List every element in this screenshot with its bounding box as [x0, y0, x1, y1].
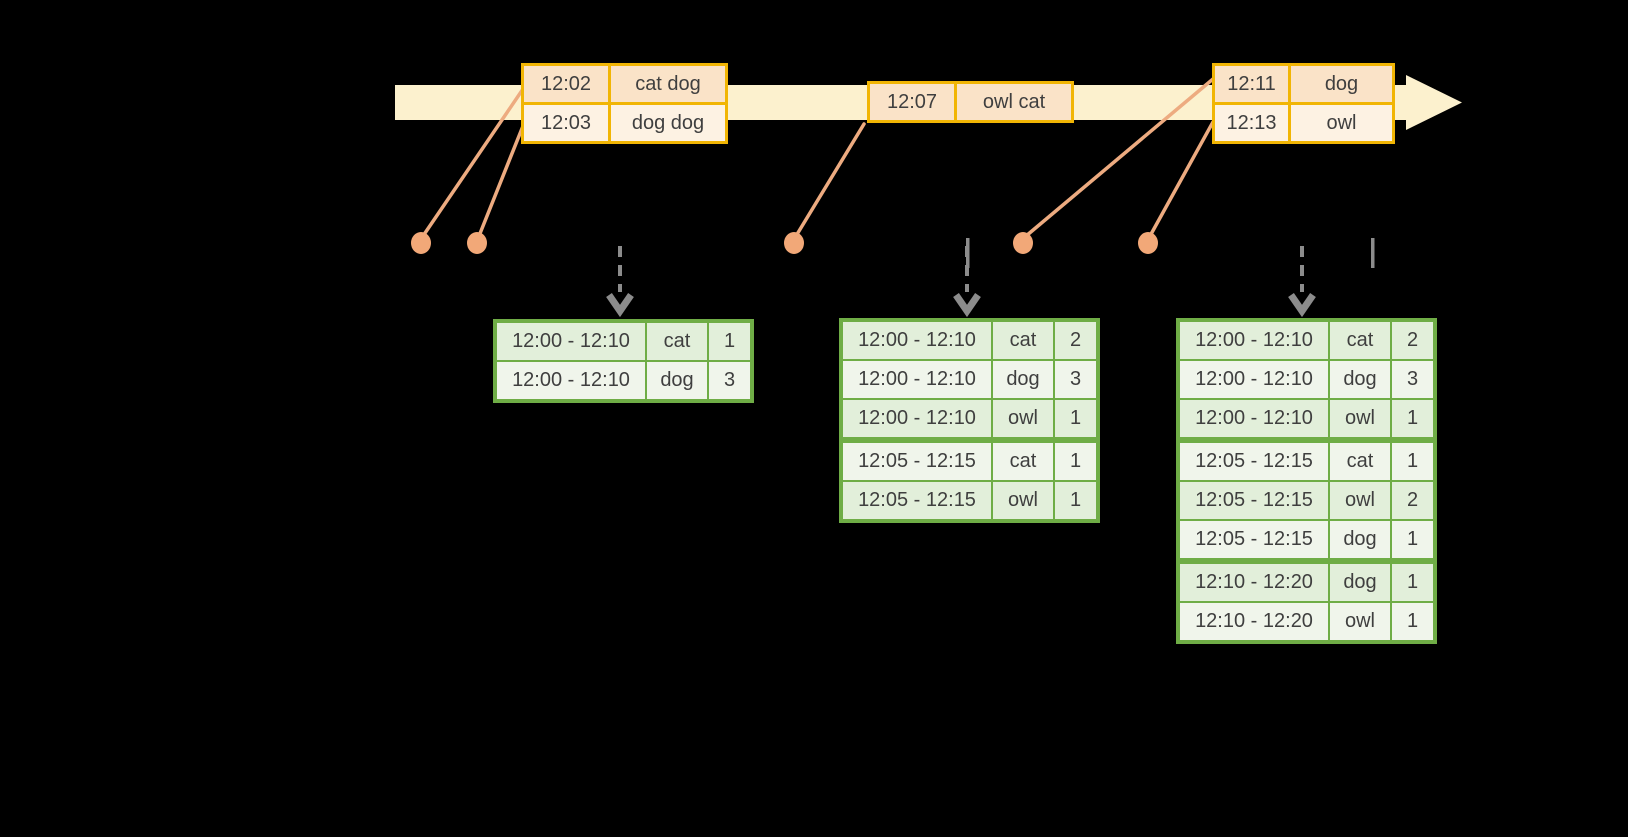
result-count: 1 [1392, 564, 1433, 601]
result-window: 12:00 - 12:10 [1180, 361, 1328, 398]
result-window: 12:10 - 12:20 [1180, 603, 1328, 640]
event-time: 12:11 [1215, 66, 1288, 102]
result-row: 12:00 - 12:10 owl 1 [843, 400, 1096, 437]
result-count: 1 [1392, 443, 1433, 480]
result-word: cat [647, 323, 707, 360]
result-row: 12:00 - 12:10 dog 3 [843, 361, 1096, 398]
event-row: 12:11 dog [1215, 66, 1392, 102]
result-window: 12:05 - 12:15 [1180, 482, 1328, 519]
result-count: 1 [1055, 443, 1096, 480]
event-words: dog dog [611, 105, 725, 141]
event-words: owl cat [957, 84, 1071, 120]
axis-tick-icon [1371, 238, 1375, 268]
event-row: 12:13 owl [1215, 105, 1392, 141]
result-window: 12:00 - 12:10 [497, 362, 645, 399]
result-window: 12:05 - 12:15 [843, 443, 991, 480]
event-dot-1211 [1013, 232, 1033, 254]
event-words: cat dog [611, 66, 725, 102]
event-table-1207: 12:07 owl cat [867, 81, 1074, 123]
connector-line-1207 [794, 122, 866, 238]
result-row: 12:00 - 12:10 dog 3 [497, 362, 750, 399]
event-row: 12:07 owl cat [870, 84, 1071, 120]
trigger-arrow-icon-2 [953, 246, 981, 318]
connector-line-1213 [1148, 120, 1215, 238]
result-count: 3 [709, 362, 750, 399]
result-count: 1 [1055, 482, 1096, 519]
event-dots [411, 232, 1158, 254]
result-count: 1 [1392, 400, 1433, 437]
result-row: 12:10 - 12:20 owl 1 [1180, 603, 1433, 640]
result-window: 12:00 - 12:10 [843, 400, 991, 437]
result-count: 1 [709, 323, 750, 360]
event-connector-lines [421, 77, 1215, 238]
result-word: cat [1330, 443, 1390, 480]
connector-line-1211 [1024, 77, 1215, 238]
result-count: 3 [1392, 361, 1433, 398]
result-word: owl [1330, 400, 1390, 437]
result-count: 2 [1055, 322, 1096, 359]
result-table-3: 12:00 - 12:10 cat 2 12:00 - 12:10 dog 3 … [1176, 318, 1437, 644]
result-count: 1 [1055, 400, 1096, 437]
result-count: 3 [1055, 361, 1096, 398]
result-row: 12:05 - 12:15 cat 1 [1180, 443, 1433, 480]
event-table-1202: 12:02 cat dog 12:03 dog dog [521, 63, 728, 144]
result-word: owl [993, 482, 1053, 519]
trigger-arrow-icon-3 [1288, 246, 1316, 318]
trigger-arrow-icon-1 [606, 246, 634, 318]
result-row: 12:05 - 12:15 dog 1 [1180, 521, 1433, 558]
result-window: 12:00 - 12:10 [843, 322, 991, 359]
result-row: 12:00 - 12:10 owl 1 [1180, 400, 1433, 437]
event-dot-1207 [784, 232, 804, 254]
event-row: 12:02 cat dog [524, 66, 725, 102]
result-window: 12:00 - 12:10 [843, 361, 991, 398]
result-word: dog [1330, 361, 1390, 398]
result-window: 12:00 - 12:10 [1180, 400, 1328, 437]
connector-line-1203 [477, 124, 525, 238]
result-row: 12:00 - 12:10 dog 3 [1180, 361, 1433, 398]
result-window: 12:05 - 12:15 [1180, 521, 1328, 558]
result-row: 12:00 - 12:10 cat 2 [843, 322, 1096, 359]
result-window: 12:00 - 12:10 [497, 323, 645, 360]
result-row: 12:05 - 12:15 owl 1 [843, 482, 1096, 519]
result-row: 12:05 - 12:15 cat 1 [843, 443, 1096, 480]
result-row: 12:00 - 12:10 cat 1 [497, 323, 750, 360]
result-word: cat [1330, 322, 1390, 359]
result-count: 2 [1392, 482, 1433, 519]
timeline-arrowhead-icon [1406, 75, 1462, 130]
event-words: dog [1291, 66, 1392, 102]
result-row: 12:10 - 12:20 dog 1 [1180, 564, 1433, 601]
result-word: cat [993, 443, 1053, 480]
result-word: dog [1330, 564, 1390, 601]
result-word: dog [647, 362, 707, 399]
result-window: 12:10 - 12:20 [1180, 564, 1328, 601]
result-count: 1 [1392, 603, 1433, 640]
result-count: 2 [1392, 322, 1433, 359]
result-word: owl [1330, 482, 1390, 519]
result-word: cat [993, 322, 1053, 359]
event-row: 12:03 dog dog [524, 105, 725, 141]
event-time: 12:02 [524, 66, 608, 102]
event-dot-1202 [411, 232, 431, 254]
result-row: 12:00 - 12:10 cat 2 [1180, 322, 1433, 359]
result-table-1: 12:00 - 12:10 cat 1 12:00 - 12:10 dog 3 [493, 319, 754, 403]
trigger-arrows [606, 246, 1316, 318]
event-words: owl [1291, 105, 1392, 141]
event-time: 12:03 [524, 105, 608, 141]
result-window: 12:05 - 12:15 [843, 482, 991, 519]
event-time: 12:07 [870, 84, 954, 120]
result-window: 12:00 - 12:10 [1180, 322, 1328, 359]
result-count: 1 [1392, 521, 1433, 558]
connector-line-1202 [421, 87, 525, 238]
event-dot-1203 [467, 232, 487, 254]
event-dot-1213 [1138, 232, 1158, 254]
event-table-1211: 12:11 dog 12:13 owl [1212, 63, 1395, 144]
result-window: 12:05 - 12:15 [1180, 443, 1328, 480]
result-word: dog [993, 361, 1053, 398]
result-word: owl [1330, 603, 1390, 640]
result-table-2: 12:00 - 12:10 cat 2 12:00 - 12:10 dog 3 … [839, 318, 1100, 523]
result-word: owl [993, 400, 1053, 437]
result-row: 12:05 - 12:15 owl 2 [1180, 482, 1433, 519]
result-word: dog [1330, 521, 1390, 558]
event-time: 12:13 [1215, 105, 1288, 141]
